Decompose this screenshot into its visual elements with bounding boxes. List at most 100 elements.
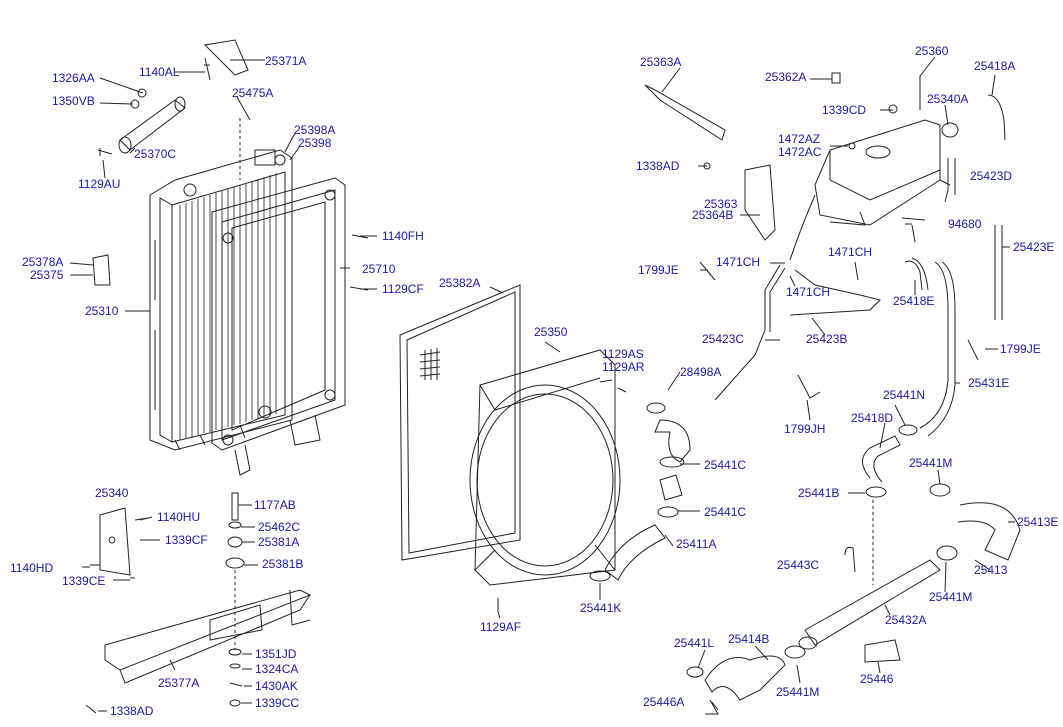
shroud-frame-25710 [211, 177, 346, 476]
callout-25431e: 25431E [968, 376, 1010, 390]
pipe-25432a [804, 559, 941, 646]
callout-25418d: 25418D [851, 411, 894, 425]
callout-25443c: 25443C [777, 558, 820, 572]
callout-25381a: 25381A [258, 535, 300, 549]
callout-25413: 25413 [974, 563, 1008, 577]
guard-mesh-25382a [399, 284, 521, 561]
nut-1338ad [85, 704, 97, 714]
callout-1471ch-b: 1471CH [828, 245, 873, 259]
callout-25423d: 25423D [970, 169, 1013, 183]
callout-1129af: 1129AF [480, 620, 522, 634]
callout-25375: 25375 [30, 268, 64, 282]
callout-1799jh: 1799JH [784, 422, 826, 436]
hose-25411a [589, 402, 691, 582]
callout-25441n: 25441N [883, 388, 926, 402]
callout-25441m-c: 25441M [776, 685, 820, 699]
callout-25411a: 25411A [676, 537, 717, 551]
callout-94680: 94680 [948, 217, 982, 231]
callout-25423b: 25423B [806, 332, 848, 346]
callout-25423c: 25423C [702, 332, 745, 346]
callout-25710: 25710 [362, 262, 396, 276]
callout-1350vb: 1350VB [52, 94, 95, 108]
callout-1799je-right: 1799JE [1000, 342, 1041, 356]
callout-25371a: 25371A [265, 54, 307, 68]
callout-25350: 25350 [534, 325, 568, 339]
hose-25413 [957, 502, 1021, 561]
callout-1177ab: 1177AB [254, 498, 296, 512]
callout-25441l: 25441L [674, 636, 715, 650]
callout-1471ch-c: 1471CH [786, 285, 831, 299]
cross-member-25377a [104, 589, 312, 684]
callout-25381b: 25381B [262, 557, 304, 571]
bolt-1129as [617, 387, 627, 393]
callout-1338ad-right: 1338AD [636, 159, 680, 173]
callout-1339cd: 1339CD [822, 103, 867, 117]
callout-25441m-b: 25441M [929, 590, 973, 604]
callout-1471ch-a: 1471CH [716, 255, 761, 269]
bracket-25446 [864, 639, 901, 663]
callout-1140fh: 1140FH [382, 229, 424, 243]
reservoir-25360 [814, 119, 959, 226]
callout-1799je-left: 1799JE [638, 263, 679, 277]
bracket-25363 [744, 164, 776, 241]
callout-1324ca: 1324CA [255, 662, 299, 676]
callout-25340: 25340 [95, 486, 129, 500]
callout-1351jd: 1351JD [255, 647, 297, 661]
callout-25446a: 25446A [643, 695, 685, 709]
callout-25413e: 25413E [1017, 515, 1059, 529]
bracket-25363a [644, 84, 726, 141]
callout-25360: 25360 [915, 44, 949, 58]
callout-25370c: 25370C [134, 147, 177, 161]
callout-1129au: 1129AU [78, 177, 121, 191]
hose-25414b [704, 655, 786, 701]
callout-25418e: 25418E [893, 294, 935, 308]
clip-25362a [831, 72, 841, 84]
hose-25370c [97, 39, 249, 180]
callout-28498a: 28498A [680, 365, 722, 379]
radiator-25310 [149, 149, 293, 451]
callout-25382a: 25382A [439, 276, 481, 290]
callout-1140al: 1140AL [139, 65, 180, 79]
callout-25414b: 25414B [728, 632, 770, 646]
callout-1129as: 1129AS [602, 347, 644, 361]
callout-1129ar: 1129AR [602, 360, 645, 374]
callout-25475a: 25475A [232, 86, 274, 100]
callout-1339ce: 1339CE [62, 574, 106, 588]
callout-1140hd: 1140HD [10, 561, 54, 575]
callout-1338ad-left: 1338AD [110, 704, 154, 718]
callout-25363: 25363 [704, 197, 738, 211]
callout-25441c-upper: 25441C [704, 458, 747, 472]
mount-stack [225, 492, 245, 707]
callout-25398a: 25398A [294, 123, 336, 137]
fan-shroud-25350 [469, 349, 621, 586]
callout-25441k: 25441K [580, 601, 622, 615]
callout-1472ac: 1472AC [778, 145, 822, 159]
callout-25340a: 25340A [927, 92, 969, 106]
hose-25418d [862, 435, 901, 483]
callout-1326aa: 1326AA [52, 71, 95, 85]
callout-25441b: 25441B [798, 486, 840, 500]
callout-25446: 25446 [860, 672, 894, 686]
callout-1339cf: 1339CF [165, 533, 208, 547]
callout-25310: 25310 [85, 304, 119, 318]
bracket-25378a [92, 254, 111, 286]
callout-25364b: 25364B [692, 208, 734, 222]
callout-25362a: 25362A [765, 70, 807, 84]
callout-25441c-lower: 25441C [704, 505, 747, 519]
hose-25431e [919, 261, 949, 429]
callout-1430ak: 1430AK [255, 679, 298, 693]
callout-1339cc: 1339CC [255, 696, 300, 710]
callout-25378a: 25378A [22, 255, 64, 269]
callout-25441m-a: 25441M [909, 456, 953, 470]
callout-1129cf: 1129CF [382, 282, 424, 296]
callout-1472az: 1472AZ [778, 132, 821, 146]
mount-bracket-25340 [90, 507, 149, 579]
callout-25363a: 25363A [640, 55, 682, 69]
callout-25377a: 25377A [158, 676, 200, 690]
callout-25418a: 25418A [974, 59, 1016, 73]
callout-25462c: 25462C [258, 520, 301, 534]
callout-25423e: 25423E [1013, 240, 1055, 254]
pipes-25423 [714, 94, 1006, 401]
